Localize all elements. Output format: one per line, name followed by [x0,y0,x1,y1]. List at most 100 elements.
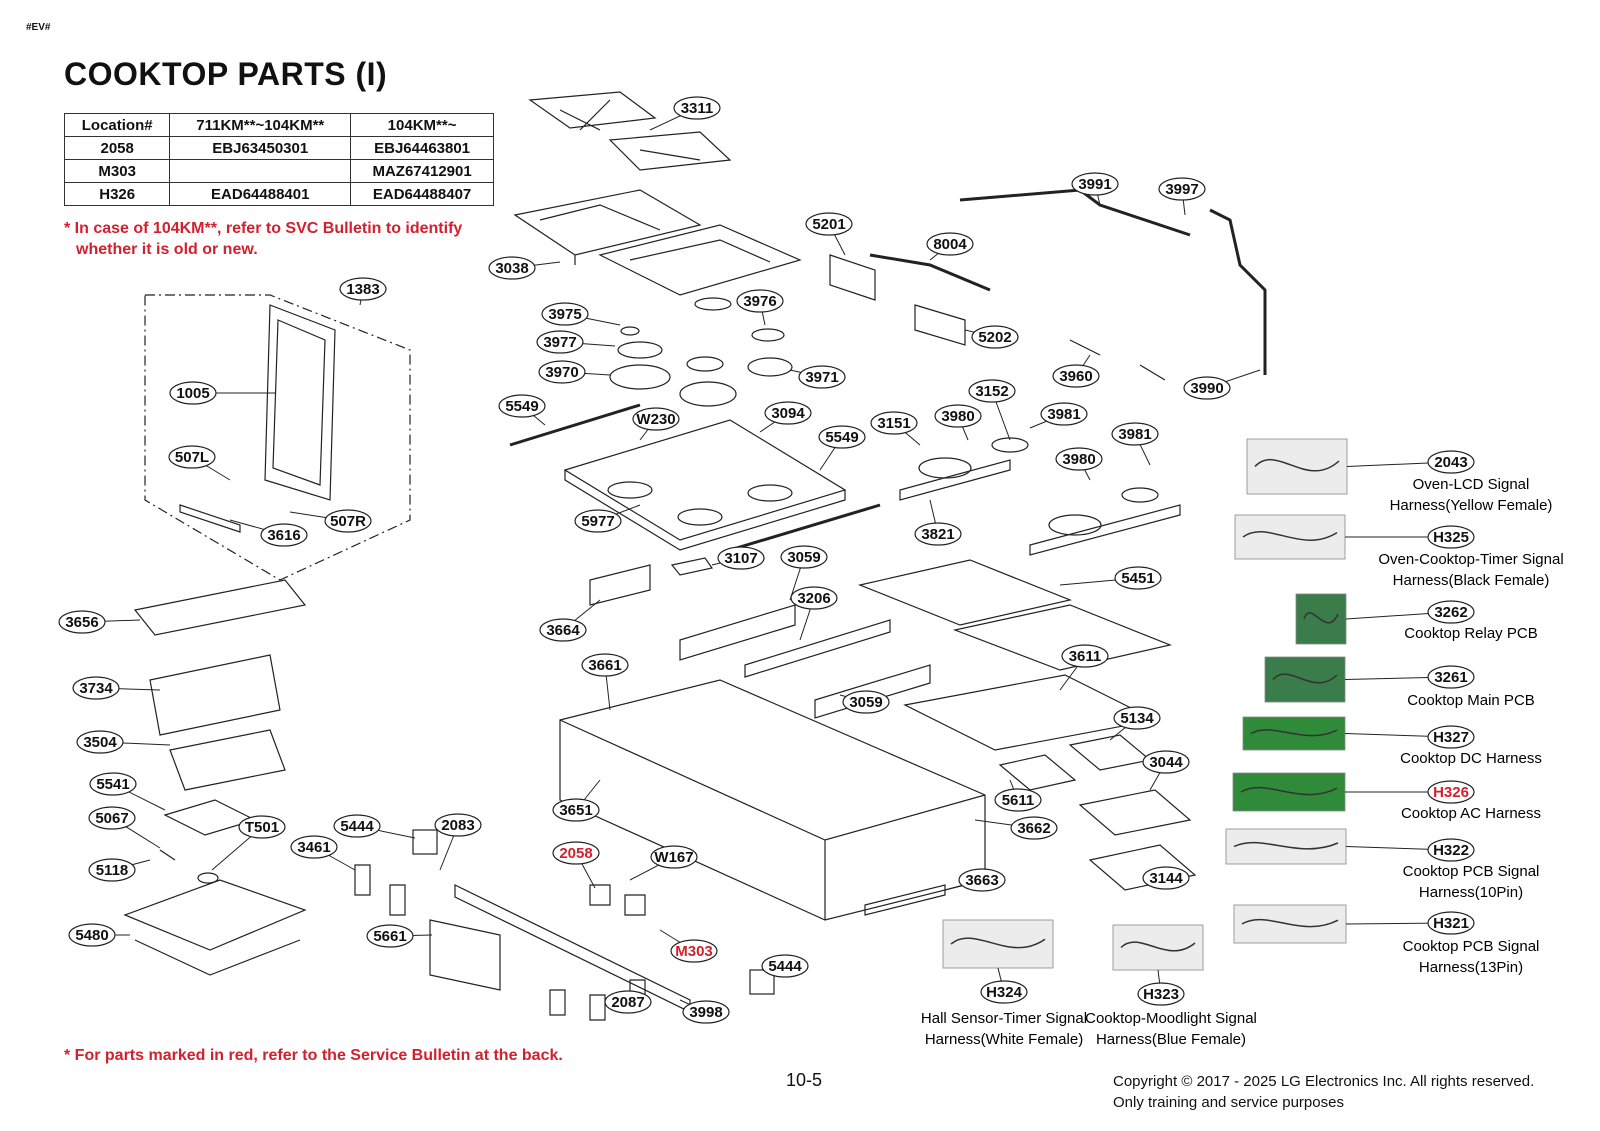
part-callout-8004: 8004 [926,232,974,256]
red-parts-note: * For parts marked in red, refer to the … [64,1047,563,1064]
harness-wire-icon [1240,786,1338,796]
callout-label: 3262 [1434,604,1467,621]
table-cell: EAD64488401 [169,182,352,206]
pan-3144 [1088,844,1197,891]
part-drawings [123,91,1267,1021]
part-callout-3059: 3059 [780,545,828,569]
callout-label: 3981 [1118,426,1151,443]
harness-desc-line1: Cooktop DC Harness [1400,750,1542,767]
part-callout-3734: 3734 [72,676,120,700]
bracket-3059-lower [814,664,931,719]
part-callout-3821: 3821 [914,522,962,546]
bracket-3059 [679,604,796,661]
callout-label: 5549 [505,398,538,415]
callout-oval [88,858,136,882]
callout-oval [333,814,381,838]
control-rail-3998 [454,884,691,1013]
part-callout-5611: 5611 [994,788,1042,812]
callout-oval [1427,780,1475,804]
callout-oval [1427,665,1475,689]
part-callout-H324: H324 [980,980,1028,1004]
callout-oval [238,815,286,839]
callout-oval [1114,566,1162,590]
harness-desc-line1: Oven-Cooktop-Timer Signal [1378,551,1563,568]
switch-3461 [354,864,406,916]
callout-label: 3261 [1434,669,1467,686]
callout-oval [1137,982,1185,1006]
callout-label: 5202 [978,329,1011,346]
usage-text: Only training and service purposes [1113,1094,1344,1111]
callout-oval [1427,450,1475,474]
tray-3656 [133,579,307,636]
cooktop-grate-right [598,224,802,296]
location-table: Location# 711KM**~104KM** 104KM**~ 2058 … [63,113,494,206]
callout-label: 1383 [346,281,379,298]
table-cell: M303 [63,159,171,183]
valve-manifold-2 [914,304,966,346]
part-callout-3094: 3094 [764,401,812,425]
callout-label: 3734 [79,680,113,697]
bracket-burner [1048,514,1102,536]
part-callout-3044: 3044 [1142,750,1190,774]
callout-oval [914,522,962,546]
part-callout-3504: 3504 [76,730,124,754]
bracket-3206 [744,619,891,678]
harness-wire-icon [1241,918,1339,928]
callout-label: 1005 [176,385,209,402]
callout-label: 3611 [1069,648,1102,665]
callout-oval [488,256,536,280]
callout-oval [1427,838,1475,862]
callout-label: 2058 [559,845,592,862]
harness-wire-icon [1303,612,1339,624]
bracket-3107 [670,557,714,576]
callout-oval [324,509,372,533]
callout-oval [76,730,124,754]
copyright-text: Copyright © 2017 - 2025 LG Electronics I… [1113,1073,1535,1090]
harness-desc-line1: Cooktop AC Harness [1401,805,1541,822]
callout-label: 3971 [805,369,838,386]
part-callout-5067: 5067 [88,806,136,830]
part-callout-H326: H326 [1427,780,1475,804]
callout-label: 3461 [297,839,330,856]
harness-desc-line2: Harness(13Pin) [1419,959,1523,976]
bracket-3664 [589,564,651,606]
burner-head-front [694,297,732,311]
callout-label: 3663 [965,872,998,889]
trim-strip-left [509,403,641,447]
callout-label: 5067 [95,810,128,827]
callout-label: 3977 [543,334,576,351]
bracket-burner [991,437,1029,453]
part-callout-3656: 3656 [58,610,106,634]
callout-oval [581,653,629,677]
table-row: 2058 EBJ63450301 EBJ64463801 [63,136,494,160]
callout-label: W230 [636,411,675,428]
callout-label: 3960 [1059,368,1092,385]
harness-desc-line1: Cooktop PCB Signal [1403,863,1540,880]
callout-oval [169,381,217,405]
part-callout-3960: 3960 [1052,364,1100,388]
table-cell: EBJ64463801 [350,136,494,160]
burner-base-center [679,381,737,407]
pcb-bracket-5661 [429,919,501,991]
callout-oval [670,939,718,963]
part-callout-3976: 3976 [736,289,784,313]
burner-bracket [899,459,1011,501]
callout-label: 5977 [581,513,614,530]
gas-pipe-3990 [1209,208,1267,375]
callout-label: 5444 [768,958,802,975]
callout-label: 3152 [975,383,1008,400]
harness-wire-icon [950,937,1046,949]
harness-desc-line1: Cooktop Relay PCB [1404,625,1537,642]
harness-desc-line2: Harness(White Female) [925,1031,1083,1048]
callout-label: 507L [175,449,209,466]
part-callout-1005: 1005 [169,381,217,405]
part-callout-3997: 3997 [1158,177,1206,201]
callout-oval [790,586,838,610]
callout-oval [498,394,546,418]
harness-wire-icon [1242,531,1338,541]
valve-manifold [829,254,876,301]
callout-oval [1113,706,1161,730]
trim-strip-right [729,503,881,552]
part-callout-507R: 507R [324,509,372,533]
leader-lines [81,107,1452,1013]
